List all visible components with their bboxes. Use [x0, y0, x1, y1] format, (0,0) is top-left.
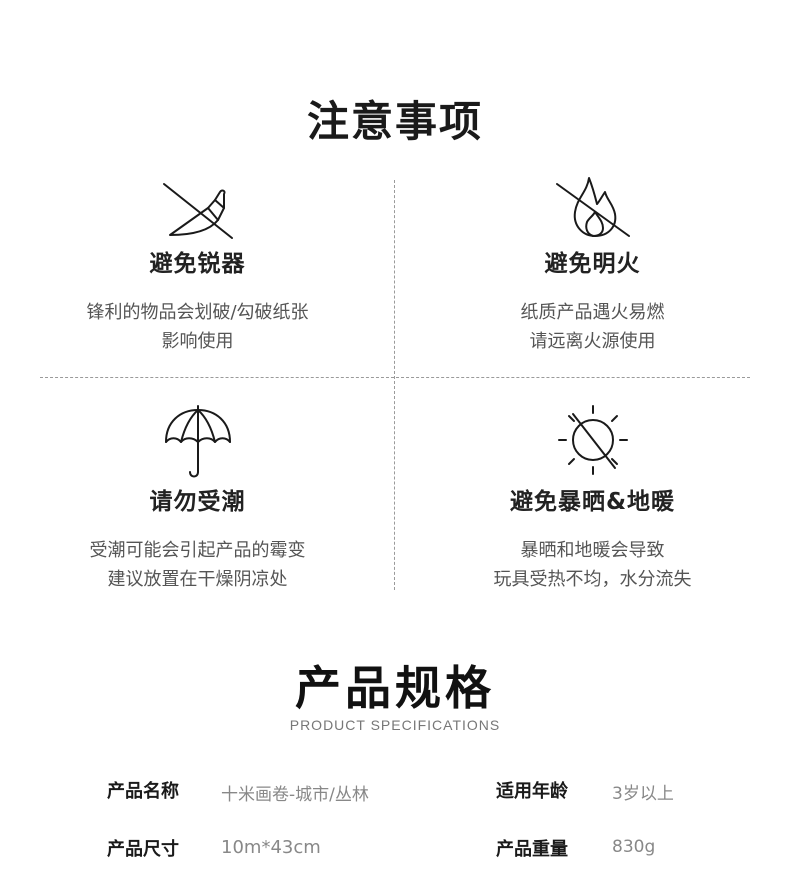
spec-label-size: 产品尺寸 — [107, 839, 179, 860]
precaution-heading: 避免明火 — [544, 251, 641, 277]
precaution-description: 受潮可能会引起产品的霉变 建议放置在干燥阴凉处 — [89, 540, 306, 590]
precaution-description: 纸质产品遇火易燃 请远离火源使用 — [520, 302, 665, 352]
precaution-heading: 避免锐器 — [149, 251, 246, 277]
spec-value-name: 十米画卷-城市/丛林 — [221, 785, 369, 805]
spec-value-weight: 830g — [612, 837, 656, 857]
specs-title: 产品规格 — [295, 661, 495, 715]
no-fire-icon — [555, 177, 630, 237]
grid-divider-horizontal — [40, 377, 750, 378]
precaution-heading: 请勿受潮 — [149, 489, 246, 515]
precaution-description: 暴晒和地暖会导致 玩具受热不均，水分流失 — [493, 540, 692, 590]
spec-label-weight: 产品重量 — [496, 839, 568, 860]
precaution-sun: 避免暴晒&地暖 暴晒和地暖会导致 玩具受热不均，水分流失 — [395, 404, 790, 594]
precaution-moisture: 请勿受潮 受潮可能会引起产品的霉变 建议放置在干燥阴凉处 — [0, 404, 395, 594]
no-knife-icon — [162, 183, 233, 239]
precautions-title: 注意事项 — [306, 97, 483, 146]
precaution-description: 锋利的物品会划破/勾破纸张 影响使用 — [86, 302, 309, 352]
specs-subtitle: PRODUCT SPECIFICATIONS — [289, 717, 501, 733]
spec-label-age: 适用年龄 — [496, 781, 568, 802]
spec-label-name: 产品名称 — [107, 781, 179, 802]
precaution-fire: 避免明火 纸质产品遇火易燃 请远离火源使用 — [395, 174, 790, 356]
umbrella-icon — [164, 405, 231, 478]
precaution-sharp: 避免锐器 锋利的物品会划破/勾破纸张 影响使用 — [0, 178, 395, 356]
spec-value-age: 3岁以上 — [612, 784, 674, 804]
grid-divider-vertical — [394, 180, 395, 590]
no-sun-icon — [557, 405, 628, 475]
precaution-heading: 避免暴晒&地暖 — [509, 489, 676, 515]
spec-value-size: 10m*43cm — [221, 837, 321, 858]
